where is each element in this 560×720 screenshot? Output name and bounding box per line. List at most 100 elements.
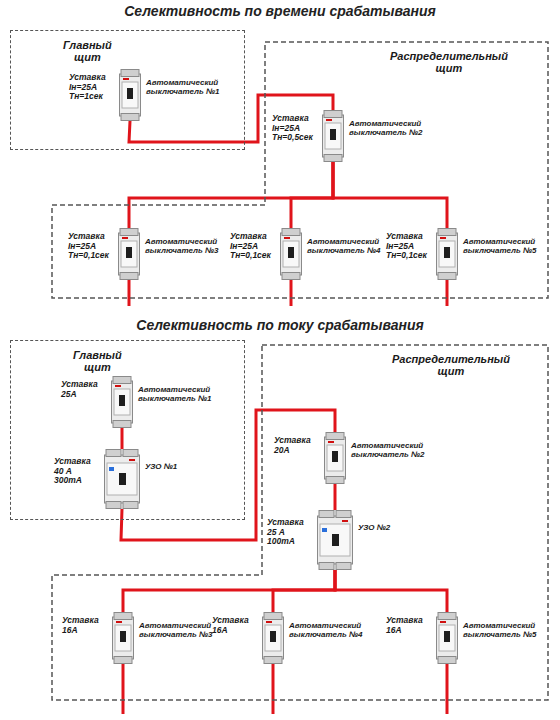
toggle (332, 534, 339, 546)
terminal (336, 563, 351, 570)
front-panel (121, 241, 137, 267)
terminal (123, 502, 138, 509)
front-panel (439, 625, 455, 651)
terminal (113, 421, 131, 428)
switchboard-region: Распределительный щитУставка 20ААвтомати… (52, 345, 548, 700)
breaker-body (120, 74, 141, 116)
toggle (126, 247, 132, 258)
device-name: Автоматический выключатель №2 (351, 442, 427, 460)
device-name: УЗО №1 (145, 463, 221, 472)
circuit-breaker: Уставка 20ААвтоматический выключатель №2 (324, 432, 346, 484)
outgoing-wire (122, 664, 125, 714)
terminal (282, 229, 300, 236)
test-button (109, 467, 114, 471)
terminal (282, 273, 300, 280)
switchboard-region: Распределительный щитУставка Iн=25А Тн=0… (52, 42, 548, 298)
front-panel (327, 445, 343, 471)
wire (273, 570, 335, 612)
breaker-picture (280, 228, 302, 280)
rcd-body (105, 455, 140, 503)
wire (129, 95, 333, 142)
breaker-body (119, 233, 140, 275)
circuit-breaker: Уставка Iн=25А Тн=0,1секАвтоматический в… (436, 228, 458, 280)
breaker-body (437, 617, 458, 659)
toggle (330, 129, 336, 140)
front-panel (265, 625, 281, 651)
terminal (106, 450, 121, 457)
setting-label: Уставка Iн=25А Тн=1сек (69, 73, 115, 102)
terminal (114, 613, 132, 620)
panel-name: Главный щит (73, 349, 122, 374)
front-panel (114, 389, 130, 415)
breaker-picture (262, 612, 284, 664)
toggle (119, 473, 126, 485)
terminal (326, 433, 344, 440)
wire (291, 162, 333, 228)
terminal (324, 155, 342, 162)
brand-mark (115, 385, 121, 387)
panel-name: Распределительный щит (392, 353, 510, 378)
front-panel (107, 463, 137, 495)
terminal (106, 502, 121, 509)
breaker-picture (436, 228, 458, 280)
circuit-breaker: Уставка 16ААвтоматический выключатель №3 (112, 612, 134, 664)
breaker-picture (119, 69, 141, 121)
device-name: Автоматический выключатель №2 (349, 120, 425, 138)
breaker-picture (112, 612, 134, 664)
front-panel (320, 524, 350, 556)
breaker-picture (118, 228, 140, 280)
wire (334, 484, 337, 510)
rcd-picture (104, 449, 140, 509)
brand-mark (342, 520, 348, 522)
switchboard-region: Главный щитУставка 25ААвтоматический вык… (10, 340, 245, 520)
toggle (444, 247, 450, 258)
wire (335, 570, 447, 612)
device-name: Автоматический выключатель №4 (289, 622, 365, 640)
front-panel (122, 82, 138, 108)
circuit-breaker: Уставка Iн=25А Тн=0,5секАвтоматический в… (322, 110, 344, 162)
breaker-picture (322, 110, 344, 162)
setting-label: Уставка 20А (274, 436, 320, 455)
brand-mark (440, 621, 446, 623)
toggle (127, 88, 133, 99)
toggle (120, 631, 126, 642)
wire (129, 162, 333, 228)
terminal (336, 511, 351, 518)
breaker-picture (324, 432, 346, 484)
wire (123, 570, 335, 612)
terminal (438, 273, 456, 280)
circuit-breaker: Уставка Iн=25А Тн=0,1секАвтоматический в… (118, 228, 140, 280)
device-name: УЗО №2 (358, 524, 434, 533)
terminal (121, 114, 139, 121)
terminal (120, 273, 138, 280)
breaker-picture (111, 376, 133, 428)
toggle (332, 451, 338, 462)
brand-mark (116, 621, 122, 623)
terminal (114, 657, 132, 664)
setting-label: Уставка Iн=25А Тн=0,1сек (230, 232, 276, 261)
toggle (288, 247, 294, 258)
device-name: Автоматический выключатель №1 (138, 386, 214, 404)
breaker-body (113, 617, 134, 659)
breaker-body (281, 233, 302, 275)
breaker-body (263, 617, 284, 659)
test-button (322, 528, 327, 532)
terminal (438, 613, 456, 620)
device-name: Автоматический выключатель №5 (463, 622, 539, 640)
rcd-device: Уставка 40 А 300mAУЗО №1 (104, 449, 140, 509)
rcd-body (318, 516, 353, 564)
brand-mark (440, 237, 446, 239)
breaker-body (437, 233, 458, 275)
terminal (113, 377, 131, 384)
outgoing-wire (128, 280, 131, 306)
device-name: Автоматический выключатель №3 (145, 238, 221, 256)
breaker-body (325, 437, 346, 479)
terminal (324, 111, 342, 118)
breaker-body (323, 115, 344, 157)
setting-label: Уставка 40 А 300mA (54, 457, 100, 486)
front-panel (283, 241, 299, 267)
switchboard-region: Главный щитУставка Iн=25А Тн=1секАвтомат… (10, 30, 245, 150)
terminal (319, 563, 334, 570)
toggle (119, 395, 125, 406)
terminal (326, 477, 344, 484)
